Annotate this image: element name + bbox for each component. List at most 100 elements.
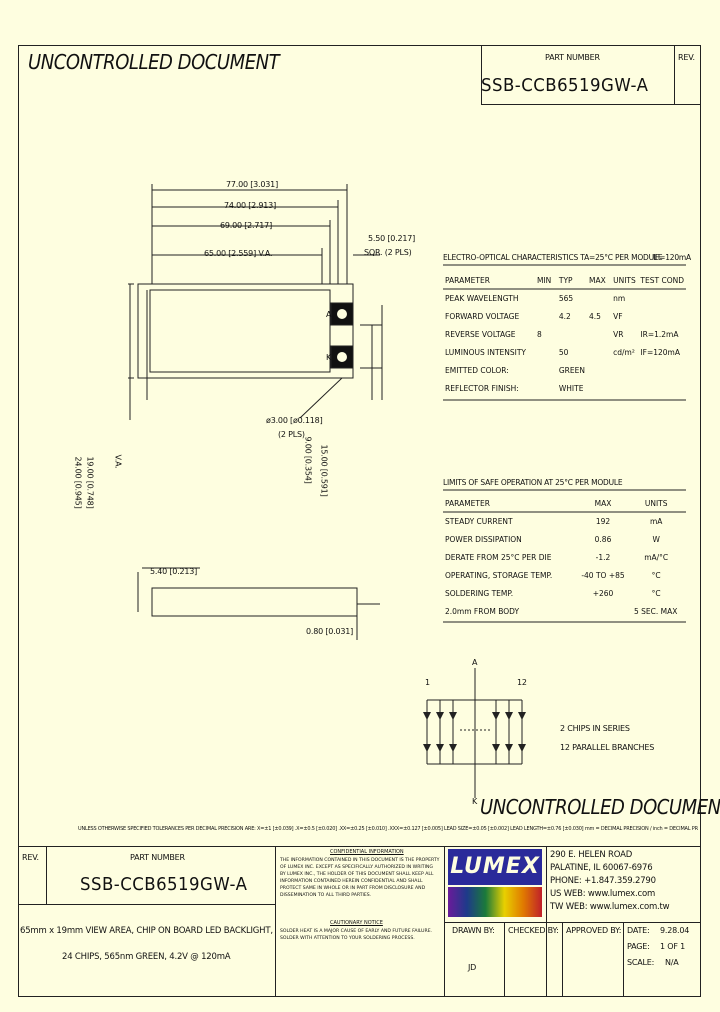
circuit-note-series: 2 CHIPS IN SERIES bbox=[560, 724, 630, 733]
page-label: PAGE: bbox=[627, 942, 650, 951]
table-cell: OPERATING, STORAGE TEMP. bbox=[445, 570, 553, 580]
table-cell: cd/m² bbox=[613, 347, 635, 357]
address-line1: 290 E. HELEN ROAD bbox=[550, 850, 633, 860]
table-cell: 8 bbox=[536, 329, 542, 339]
confidential-title: CONFIDENTIAL INFORMATION bbox=[330, 849, 404, 855]
table-cell bbox=[587, 343, 611, 361]
table-cell: POWER DISSIPATION bbox=[445, 534, 522, 544]
checked-by-label: CHECKED BY: bbox=[508, 926, 559, 935]
header-rev-box bbox=[674, 45, 701, 105]
divider bbox=[562, 922, 563, 997]
table-cell: 4.5 bbox=[588, 311, 601, 321]
dim-pad-note: SQR. (2 PLS) bbox=[364, 248, 412, 257]
table-cell: -1.2 bbox=[595, 552, 611, 562]
table-row: OPERATING, STORAGE TEMP.-40 TO +85°C bbox=[443, 566, 686, 584]
table-cell bbox=[587, 379, 611, 397]
table-cell bbox=[611, 379, 638, 397]
drawing-frame bbox=[18, 45, 701, 997]
confidential-text: THE INFORMATION CONTAINED IN THIS DOCUME… bbox=[280, 858, 440, 898]
table-cell: DERATE FROM 25°C PER DIE bbox=[445, 552, 552, 562]
dim-overall-length: 77.00 [3.031] bbox=[226, 180, 278, 189]
table-cell: 565 bbox=[558, 293, 574, 303]
divider bbox=[275, 846, 276, 997]
header-part-number: SSB-CCB6519GW-A bbox=[481, 75, 649, 96]
approved-by-label: APPROVED BY: bbox=[566, 926, 622, 935]
table-cell: IF=120mA bbox=[640, 347, 680, 357]
circuit-branch-first: 1 bbox=[425, 678, 430, 687]
divider bbox=[18, 904, 275, 905]
eo-header-row: PARAMETER MIN TYP MAX UNITS TEST COND bbox=[443, 271, 686, 289]
footer-desc-line1: 65mm x 19mm VIEW AREA, CHIP ON BOARD LED… bbox=[20, 926, 273, 936]
divider bbox=[546, 846, 547, 997]
table-cell: mA bbox=[649, 516, 663, 526]
limits-title: LIMITS OF SAFE OPERATION AT 25°C PER MOD… bbox=[443, 478, 623, 487]
table-cell: °C bbox=[651, 588, 661, 598]
date-label: DATE: bbox=[627, 926, 650, 935]
circuit-branch-last: 12 bbox=[517, 678, 527, 687]
scale-value: N/A bbox=[665, 958, 679, 967]
table-cell bbox=[587, 325, 611, 343]
limits-header-row: PARAMETER MAX UNITS bbox=[443, 494, 686, 512]
dim-overall-height: 24.00 [0.945] bbox=[73, 456, 83, 509]
divider bbox=[444, 922, 701, 923]
eo-col-header: TYP bbox=[558, 275, 573, 285]
date-value: 9.28.04 bbox=[660, 926, 690, 935]
dim-side-thickness: 5.40 [0.213] bbox=[150, 567, 198, 576]
table-cell: WHITE bbox=[558, 383, 584, 393]
table-cell: 50 bbox=[558, 347, 569, 357]
address-phone: PHONE: +1.847.359.2790 bbox=[550, 876, 656, 886]
eo-col-header: UNITS bbox=[613, 275, 636, 285]
address-us-web: US WEB: www.lumex.com bbox=[550, 889, 656, 899]
table-cell: SOLDERING TEMP. bbox=[445, 588, 514, 598]
pin-k-label: K bbox=[326, 353, 332, 362]
table-cell bbox=[535, 307, 557, 325]
table-cell bbox=[587, 289, 611, 307]
table-row: SOLDERING TEMP.+260°C bbox=[443, 584, 686, 602]
circuit-anode-label: A bbox=[472, 658, 478, 667]
footer-part-number: SSB-CCB6519GW-A bbox=[80, 874, 248, 895]
watermark-top: UNCONTROLLED DOCUMENT bbox=[28, 50, 280, 74]
table-cell: °C bbox=[651, 570, 661, 580]
table-cell: nm bbox=[613, 293, 626, 303]
dim-hole-note: (2 PLS) bbox=[278, 430, 305, 439]
table-cell: IR=1.2mA bbox=[640, 329, 679, 339]
table-cell bbox=[535, 343, 557, 361]
table-cell: FORWARD VOLTAGE bbox=[445, 311, 520, 321]
circuit-cathode-label: K bbox=[472, 797, 478, 806]
scale-label: SCALE: bbox=[627, 958, 655, 967]
drawn-by-value: JD bbox=[468, 963, 477, 972]
limits-col-header: UNITS bbox=[644, 498, 668, 508]
table-cell bbox=[557, 325, 587, 343]
footer-desc-line2: 24 CHIPS, 565nm GREEN, 4.2V @ 120mA bbox=[62, 952, 231, 962]
table-cell: mA/°C bbox=[644, 552, 669, 562]
dim-pad-spacing: 9.00 [0.354] bbox=[303, 436, 313, 484]
eo-condition: IF=120mA bbox=[653, 253, 691, 262]
table-cell: 0.86 bbox=[594, 534, 612, 544]
divider bbox=[444, 846, 445, 997]
pin-a-label: A bbox=[326, 310, 332, 319]
eo-table: PARAMETER MIN TYP MAX UNITS TEST COND PE… bbox=[443, 271, 686, 397]
eo-col-header: PARAMETER bbox=[445, 275, 490, 285]
dim-inner-length: 69.00 [2.717] bbox=[220, 221, 272, 230]
divider bbox=[623, 922, 624, 997]
address-line2: PALATINE, IL 60067-6976 bbox=[550, 863, 653, 873]
table-cell: VF bbox=[613, 311, 623, 321]
dim-board-length: 74.00 [2.913] bbox=[224, 201, 276, 210]
header-part-box bbox=[481, 45, 674, 105]
table-cell: REVERSE VOLTAGE bbox=[445, 329, 516, 339]
table-row: DERATE FROM 25°C PER DIE -1.2 mA/°C bbox=[443, 548, 686, 566]
limits-col-header: PARAMETER bbox=[445, 498, 490, 508]
divider bbox=[46, 846, 47, 904]
table-cell bbox=[535, 289, 557, 307]
logo-spectrum bbox=[448, 887, 542, 917]
eo-col-header: MIN bbox=[536, 275, 552, 285]
dim-hole-size: ø3.00 [ø0.118] bbox=[266, 416, 323, 425]
dim-view-area-length: 65.00 [2.559] V.A. bbox=[204, 249, 273, 258]
cautionary-text: SOLDER HEAT IS A MAJOR CAUSE OF EARLY AN… bbox=[280, 929, 433, 941]
